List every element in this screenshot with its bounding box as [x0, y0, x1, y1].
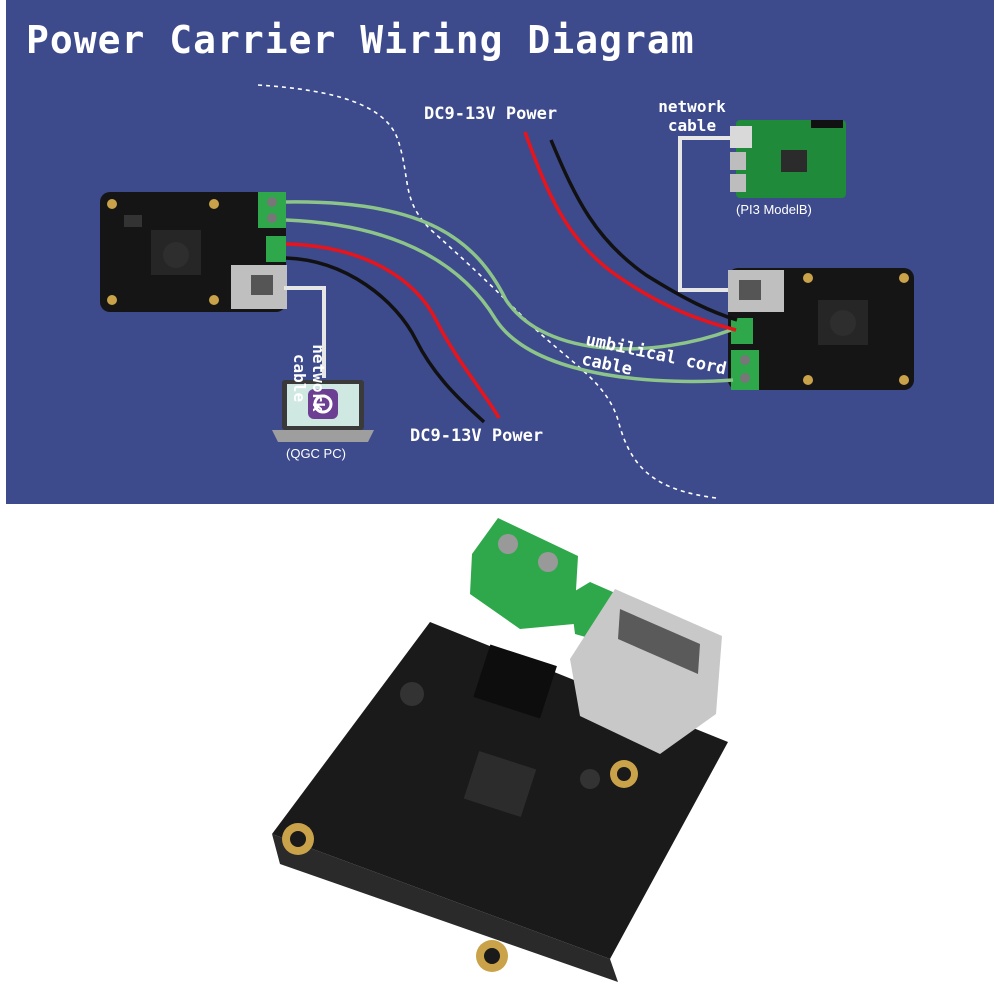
- power-label-top: DC9-13V Power: [424, 104, 558, 124]
- pc-caption: (QGC PC): [286, 446, 346, 461]
- dashed-separator: [257, 84, 717, 499]
- product-photo: [272, 518, 728, 982]
- network-cable-left: [284, 286, 326, 378]
- left-black-wire: [285, 256, 486, 424]
- diagram-title: Power Carrier Wiring Diagram: [26, 18, 695, 62]
- right-black-wire: [549, 139, 738, 322]
- raspberry-pi-board: [730, 120, 846, 198]
- pi-caption: (PI3 ModelB): [736, 202, 812, 217]
- right-power-carrier-board: [728, 268, 914, 390]
- left-power-carrier-board: [100, 192, 287, 312]
- main-chip: [463, 750, 537, 818]
- umbilical-wire-2: [285, 218, 734, 384]
- network-cable-label-left: network cable: [290, 344, 328, 412]
- umbilical-wire-1: [285, 200, 732, 351]
- network-cable-label-right: network cable: [658, 97, 726, 135]
- screw-left: [400, 682, 424, 706]
- wiring-diagram-panel: Power Carrier Wiring Diagram DC9-13V Pow…: [6, 0, 994, 504]
- diagram-canvas: [100, 84, 914, 499]
- network-cable-right: [678, 136, 730, 292]
- left-red-wire: [285, 242, 501, 419]
- power-label-bottom: DC9-13V Power: [410, 426, 544, 446]
- screw-right: [580, 769, 600, 789]
- qgc-logo-icon: [308, 389, 338, 419]
- right-red-wire: [523, 131, 737, 332]
- rj45-port-photo: [570, 589, 722, 754]
- laptop-pc: [272, 380, 374, 442]
- right-green-terminal-1: [731, 318, 753, 344]
- left-green-terminal-2: [266, 236, 286, 262]
